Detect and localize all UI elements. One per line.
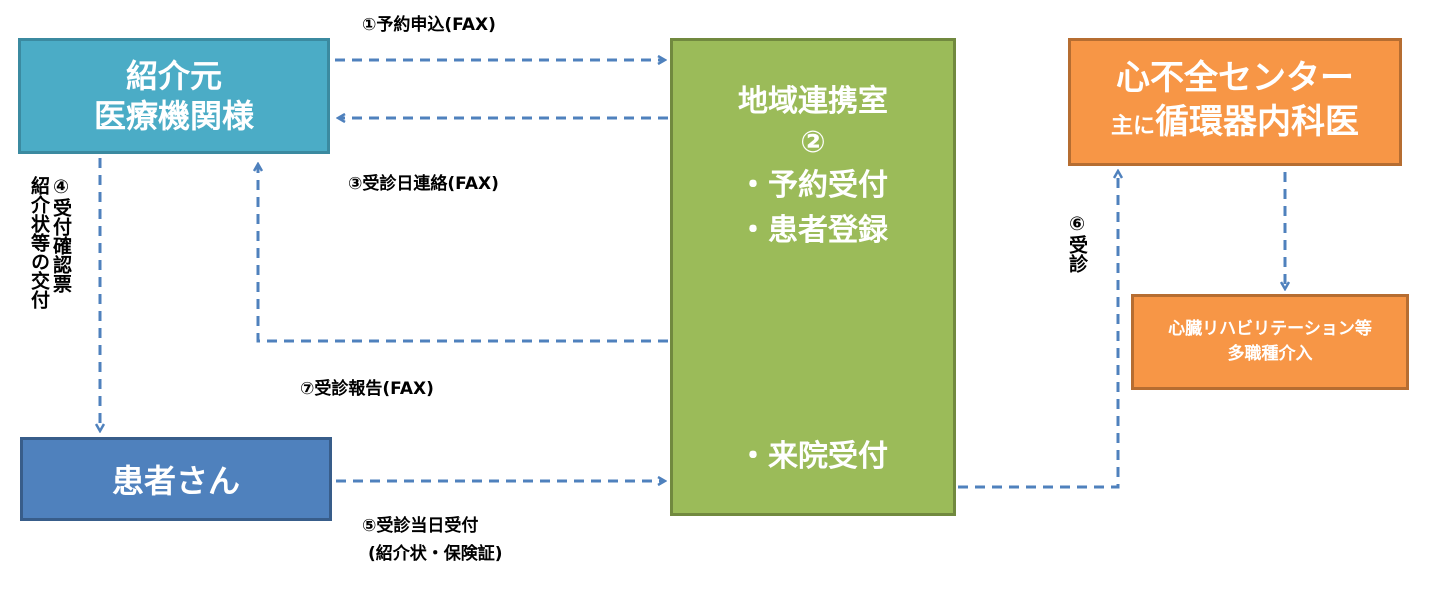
edge-label-1: ①予約申込(FAX)	[362, 15, 496, 35]
liaison-number: ②	[800, 125, 826, 160]
heart-center-main: 循環器内科医	[1155, 101, 1359, 142]
rehab-line2: 多職種介入	[1227, 344, 1313, 364]
referrer-line2: 医療機関様	[93, 97, 254, 135]
heart-center-prefix: 主に	[1110, 113, 1155, 139]
edge-label-4-line2: 紹介状等の交付	[28, 176, 50, 309]
liaison-item-reservation: ・予約受付	[738, 168, 888, 203]
rehab-line1: 心臓リハビリテーション等	[1168, 319, 1372, 339]
patient-box: 患者さん	[20, 437, 332, 521]
edge-label-5-line2: (紹介状・保険証)	[368, 544, 503, 564]
heart-failure-center-box: 心不全センター 主に循環器内科医	[1068, 38, 1402, 166]
liaison-item-registration: ・患者登録	[738, 213, 888, 248]
patient-label: 患者さん	[111, 462, 240, 500]
edge-label-4-line1: ④受付確認票	[50, 176, 72, 293]
arrow-7-report	[258, 165, 668, 343]
cardiac-rehab-box: 心臓リハビリテーション等 多職種介入	[1131, 294, 1409, 390]
heart-center-line2: 主に循環器内科医	[1111, 100, 1359, 149]
liaison-title: 地域連携室	[738, 84, 888, 119]
liaison-item-visit-reception: ・来院受付	[738, 439, 888, 474]
edge-label-7: ⑦受診報告(FAX)	[300, 379, 434, 399]
liaison-office-box: 地域連携室 ② ・予約受付 ・患者登録 ・来院受付	[670, 38, 956, 516]
edge-label-6: ⑥受診	[1066, 213, 1088, 273]
edge-label-4: ④受付確認票紹介状等の交付	[28, 176, 72, 356]
referrer-line1: 紹介元	[125, 57, 222, 95]
arrow-6-consultation	[958, 172, 1118, 489]
edge-label-3: ③受診日連絡(FAX)	[348, 174, 499, 194]
edge-label-5-line1: ⑤受診当日受付	[362, 516, 479, 536]
heart-center-line1: 心不全センター	[1116, 57, 1354, 98]
referrer-box: 紹介元 医療機関様	[18, 38, 330, 154]
